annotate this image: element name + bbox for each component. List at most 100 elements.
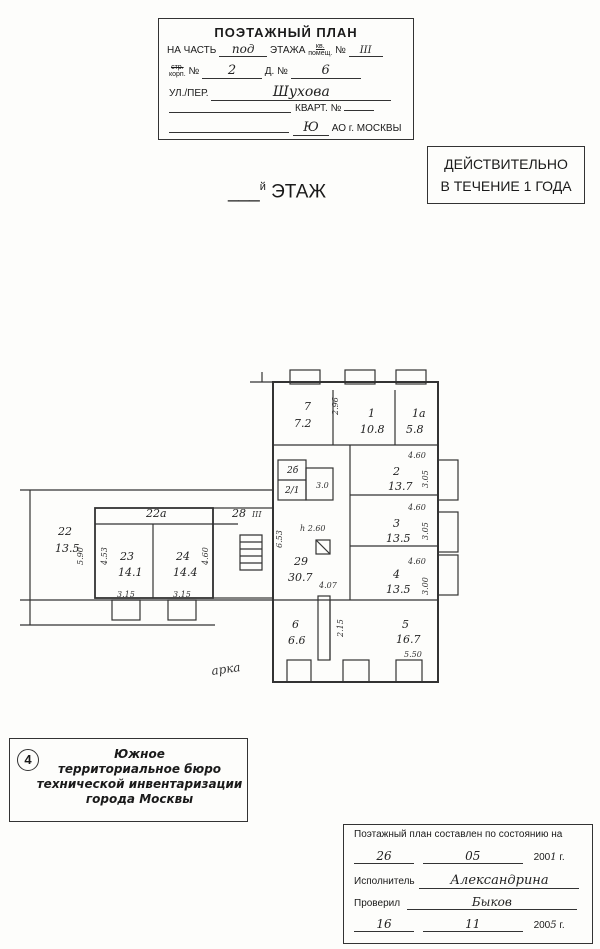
dimension-labels: 2.96 4.60 3.05 4.60 3.05 4.60 3.00 5.50 … xyxy=(76,397,430,659)
kvart-blank xyxy=(169,112,291,113)
floor-blank: ___ xyxy=(228,181,260,203)
room-no: 4 xyxy=(392,568,400,581)
floor-title: ___й ЭТАЖ xyxy=(228,181,326,203)
stair xyxy=(239,534,263,571)
svg-text:2.15: 2.15 xyxy=(336,619,345,638)
room-area: 13.5 xyxy=(386,583,411,596)
checked-row: Проверил Быков xyxy=(354,895,589,910)
validity-stamp: ДЕЙСТВИТЕЛЬНО В ТЕЧЕНИЕ 1 ГОДА xyxy=(427,146,585,204)
window xyxy=(289,369,321,385)
bti-stamp: 4 Южное территориальное бюро технической… xyxy=(9,738,248,822)
bti-line3: технической инвентаризации xyxy=(36,777,243,791)
floor-plan: 7 7.2 1 10.8 1а 5.8 2 13.7 2б 2/1 3 13.5… xyxy=(20,369,459,683)
room-area: 5.8 xyxy=(406,423,424,436)
executor-name: Александрина xyxy=(419,873,580,889)
etazha-label: ЭТАЖА xyxy=(269,45,306,56)
dom-value: 6 xyxy=(290,63,361,79)
no2-label: № xyxy=(188,66,200,77)
svg-text:4.60: 4.60 xyxy=(201,547,210,566)
validity-line1: ДЕЙСТВИТЕЛЬНО xyxy=(444,156,568,172)
state-title: Поэтажный план составлен по состоянию на xyxy=(354,829,563,840)
window xyxy=(344,369,376,385)
svg-text:3.0: 3.0 xyxy=(316,481,329,490)
room-area: 13.7 xyxy=(388,480,413,493)
window xyxy=(111,599,141,621)
room-no: 22а xyxy=(145,507,167,520)
room-area: 13.5 xyxy=(55,542,80,555)
svg-text:III: III xyxy=(251,510,262,519)
room-area: 10.8 xyxy=(360,423,385,436)
room-no: 2 xyxy=(392,465,400,478)
room-no: 22 xyxy=(57,525,72,538)
checked-name: Быков xyxy=(406,895,577,910)
executor-row: Исполнитель Александрина xyxy=(354,873,589,889)
small-room xyxy=(305,467,334,501)
room-no: 5 xyxy=(402,618,409,631)
bti-text: Южное территориальное бюро технической и… xyxy=(32,747,247,807)
state-year-prefix: 200 xyxy=(533,852,551,863)
kvart-row: КВАРТ. № xyxy=(295,103,375,114)
window xyxy=(437,511,459,553)
bti-line1: Южное xyxy=(114,747,165,761)
room-area: 30.7 xyxy=(288,571,313,584)
window xyxy=(286,659,312,683)
svg-text:2.96: 2.96 xyxy=(331,397,340,416)
floor-label: ЭТАЖ xyxy=(271,181,326,203)
window xyxy=(395,369,427,385)
room-no: 7 xyxy=(304,400,311,413)
arch-label: арка xyxy=(210,660,241,678)
part-value: под xyxy=(219,42,268,57)
room-no: 29 xyxy=(293,555,308,568)
floor-suffix: й xyxy=(259,181,266,193)
window xyxy=(437,554,459,596)
room-no: 24 xyxy=(175,550,190,563)
room-area: 13.5 xyxy=(386,532,411,545)
room-no: 6 xyxy=(292,618,299,631)
partition-block xyxy=(317,595,331,661)
room-area: 16.7 xyxy=(396,633,421,646)
stamp-title: ПОЭТАЖНЫЙ ПЛАН xyxy=(214,25,358,40)
room-no: 3 xyxy=(393,517,400,530)
window xyxy=(395,659,423,683)
title-stamp: ПОЭТАЖНЫЙ ПЛАН НА ЧАСТЬ под ЭТАЖА кв.пом… xyxy=(158,18,414,140)
bti-number: 4 xyxy=(17,749,39,771)
svg-text:3.00: 3.00 xyxy=(421,577,430,595)
room-area: 7.2 xyxy=(294,417,312,430)
no1-label: № xyxy=(335,45,346,56)
room-labels: 7 7.2 1 10.8 1а 5.8 2 13.7 2б 2/1 3 13.5… xyxy=(55,400,426,647)
state-day: 26 xyxy=(354,849,414,864)
room-no: 23 xyxy=(119,550,134,563)
window xyxy=(437,459,459,501)
svg-text:3.15: 3.15 xyxy=(173,590,191,599)
state-date-row: 26 05 2001 г. xyxy=(354,849,586,864)
check-day: 16 xyxy=(354,917,414,932)
room-no: 2б xyxy=(286,465,299,476)
column-marker xyxy=(315,539,331,555)
check-year-digit: 5 xyxy=(550,920,557,931)
kv-pomesh: кв.помещ. xyxy=(308,43,333,58)
bti-line4: города Москвы xyxy=(85,792,194,806)
svg-text:3.15: 3.15 xyxy=(117,590,135,599)
street-value: Шухова xyxy=(211,84,392,101)
room-no: 1а xyxy=(412,407,426,420)
svg-text:4.53: 4.53 xyxy=(100,547,109,566)
street-row: УЛ./ПЕР. Шухова xyxy=(169,84,409,101)
checked-label: Проверил xyxy=(354,898,401,909)
window xyxy=(342,659,370,683)
svg-text:h 2.60: h 2.60 xyxy=(300,524,326,533)
svg-text:5.50: 5.50 xyxy=(404,650,422,659)
svg-text:4.60: 4.60 xyxy=(407,557,426,566)
room-no: 28 xyxy=(231,507,246,520)
ao-label: АО г. МОСКВЫ xyxy=(331,123,402,134)
na-chast-label: НА ЧАСТЬ xyxy=(167,45,217,56)
svg-text:4.60: 4.60 xyxy=(407,503,426,512)
room-no: 1 xyxy=(368,407,375,420)
executor-label: Исполнитель xyxy=(354,876,415,887)
svg-text:5.90: 5.90 xyxy=(76,547,85,565)
check-date-row: 16 11 2005 г. xyxy=(354,917,586,932)
ao-blank xyxy=(169,132,289,133)
str-korp: стр.корп. xyxy=(169,64,186,79)
svg-text:4.60: 4.60 xyxy=(407,451,426,460)
room-area: 14.4 xyxy=(173,566,198,579)
building-row: стр.корп. № 2 Д. № 6 xyxy=(169,63,409,79)
